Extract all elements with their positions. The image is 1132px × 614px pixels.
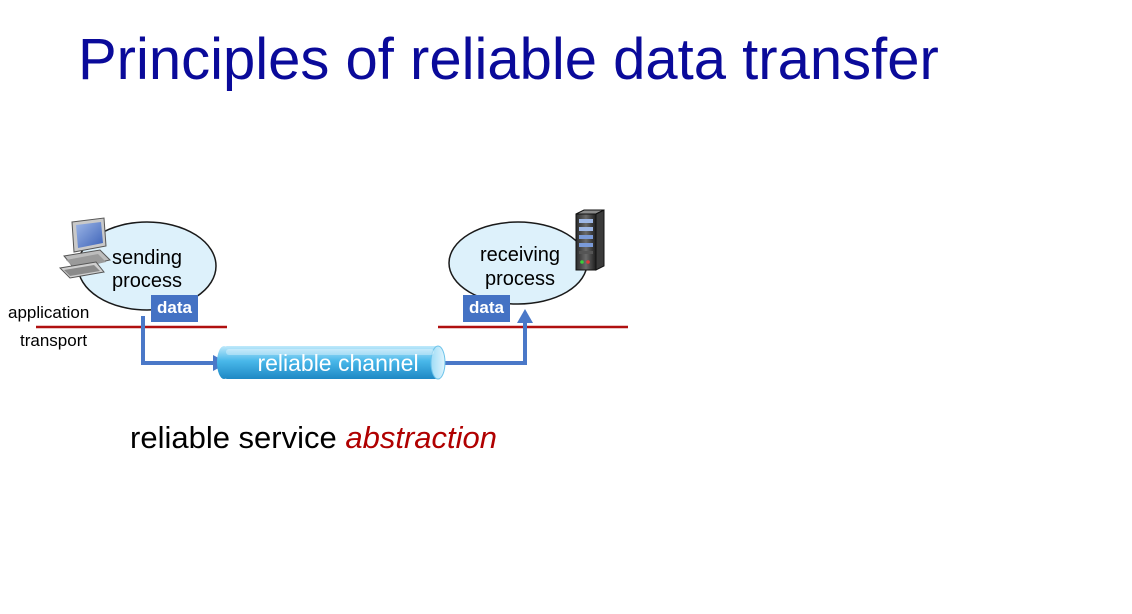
caption-text: reliable service xyxy=(130,420,346,455)
deliver-arrow xyxy=(440,309,533,365)
slide-title: Principles of reliable data transfer xyxy=(78,27,939,92)
receiver-data-box xyxy=(463,295,510,322)
receiving-process-label-2: process xyxy=(485,268,555,290)
caption-emphasis: abstraction xyxy=(345,420,498,455)
receiving-process-label-1: receiving xyxy=(480,244,560,266)
sender-data-label: data xyxy=(157,298,193,317)
caption: reliable service abstraction xyxy=(130,420,497,456)
send-arrow xyxy=(141,316,228,371)
reliable-channel-pipe xyxy=(217,345,446,380)
receiver-data-label: data xyxy=(469,298,505,317)
layer-label-transport: transport xyxy=(20,331,87,350)
desktop-computer-icon xyxy=(58,217,111,279)
sender-data-box xyxy=(151,295,198,322)
server-tower-icon xyxy=(575,209,605,271)
sending-process-label-2: process xyxy=(112,270,182,292)
sending-process-label-1: sending xyxy=(112,247,182,269)
layer-label-application: application xyxy=(8,303,89,322)
reliable-channel-label: reliable channel xyxy=(257,350,418,376)
